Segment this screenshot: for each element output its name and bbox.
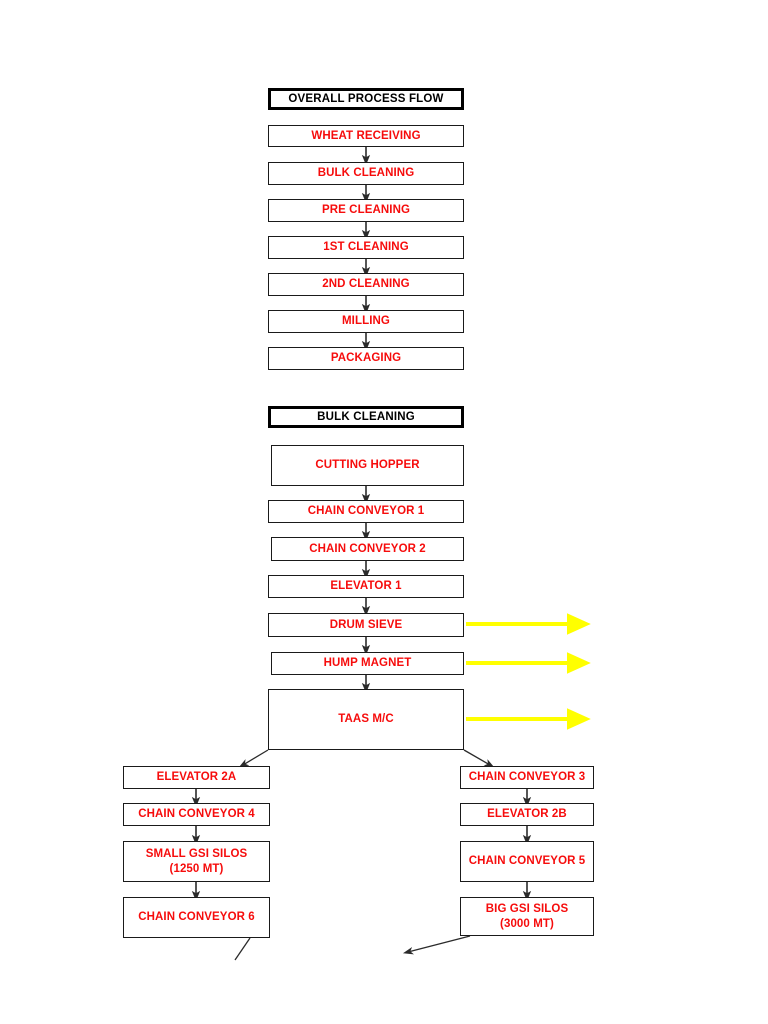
process-box-small-gsi-silos[interactable]: SMALL GSI SILOS (1250 MT) <box>123 841 270 882</box>
process-box-chain-conveyor-3[interactable]: CHAIN CONVEYOR 3 <box>460 766 594 789</box>
process-box-chain-conveyor-6[interactable]: CHAIN CONVEYOR 6 <box>123 897 270 938</box>
section-title-overall-process-flow: OVERALL PROCESS FLOW <box>268 88 464 110</box>
process-box-chain-conveyor-2[interactable]: CHAIN CONVEYOR 2 <box>271 537 464 561</box>
section-title-bulk-cleaning: BULK CLEANING <box>268 406 464 428</box>
taas-branch-connectors <box>238 749 495 768</box>
process-box-elevator-2b[interactable]: ELEVATOR 2B <box>460 803 594 826</box>
process-box-elevator-1[interactable]: ELEVATOR 1 <box>268 575 464 598</box>
process-box-drum-sieve[interactable]: DRUM SIEVE <box>268 613 464 637</box>
process-box-packaging[interactable]: PACKAGING <box>268 347 464 370</box>
process-box-chain-conveyor-5[interactable]: CHAIN CONVEYOR 5 <box>460 841 594 882</box>
left-branch-outlet-line <box>234 937 251 961</box>
process-box-1st-cleaning[interactable]: 1ST CLEANING <box>268 236 464 259</box>
process-box-cutting-hopper[interactable]: CUTTING HOPPER <box>271 445 464 486</box>
process-box-chain-conveyor-1[interactable]: CHAIN CONVEYOR 1 <box>268 500 464 523</box>
process-box-bulk-cleaning[interactable]: BULK CLEANING <box>268 162 464 185</box>
process-box-hump-magnet[interactable]: HUMP MAGNET <box>271 652 464 675</box>
process-box-big-gsi-silos[interactable]: BIG GSI SILOS (3000 MT) <box>460 897 594 936</box>
reject-arrows <box>466 613 591 730</box>
process-box-wheat-receiving[interactable]: WHEAT RECEIVING <box>268 125 464 147</box>
process-box-elevator-2a[interactable]: ELEVATOR 2A <box>123 766 270 789</box>
process-box-chain-conveyor-4[interactable]: CHAIN CONVEYOR 4 <box>123 803 270 826</box>
right-branch-outlet-arrow <box>402 935 471 955</box>
process-box-milling[interactable]: MILLING <box>268 310 464 333</box>
process-box-taas-mc[interactable]: TAAS M/C <box>268 689 464 750</box>
process-box-2nd-cleaning[interactable]: 2ND CLEANING <box>268 273 464 296</box>
process-box-pre-cleaning[interactable]: PRE CLEANING <box>268 199 464 222</box>
